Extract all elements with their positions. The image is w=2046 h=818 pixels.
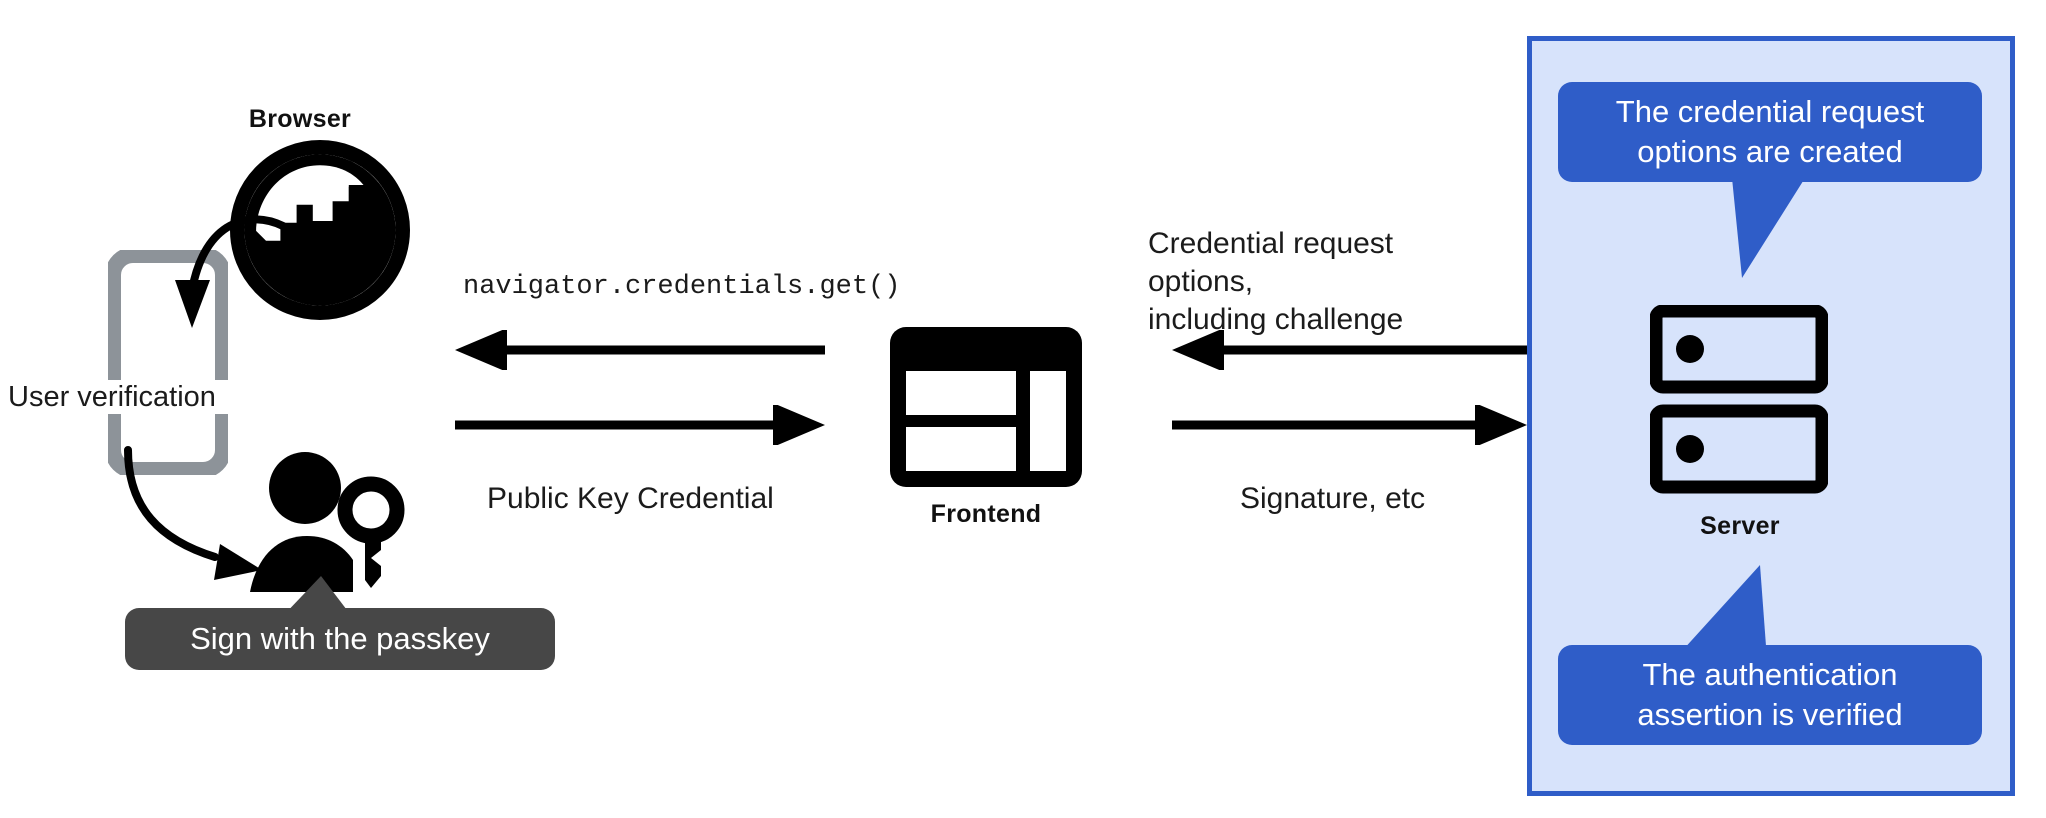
user-verification-label: User verification [8, 380, 278, 414]
arrow-server-to-frontend [1172, 330, 1527, 370]
globe-icon [230, 140, 410, 320]
credential-options-callout: The credential request options are creat… [1558, 82, 1982, 182]
signature-etc-label: Signature, etc [1240, 482, 1426, 515]
navigator-credentials-get-label: navigator.credentials.get() [463, 272, 901, 302]
public-key-credential-label: Public Key Credential [487, 482, 774, 515]
arrow-phone-to-user [110, 430, 310, 590]
sign-passkey-callout-tail [243, 560, 363, 618]
credential-options-callout-tail [1620, 178, 1850, 288]
browser-label: Browser [248, 105, 352, 133]
arrow-browser-to-phone [100, 180, 290, 340]
person-with-key-icon [245, 440, 405, 600]
frontend-label: Frontend [930, 500, 1042, 528]
web-layout-icon [890, 327, 1082, 487]
sign-passkey-callout: Sign with the passkey [125, 608, 555, 670]
smartphone-icon [108, 250, 228, 475]
arrow-browser-to-frontend [455, 405, 825, 445]
arrow-frontend-to-browser [455, 330, 825, 370]
arrow-frontend-to-server [1172, 405, 1527, 445]
credential-request-options-label: Credential request options, including ch… [1148, 227, 1404, 336]
server-label: Server [1700, 512, 1780, 540]
server-racks-icon [1650, 305, 1828, 495]
assertion-verified-callout: The authentication assertion is verified [1558, 645, 1982, 745]
